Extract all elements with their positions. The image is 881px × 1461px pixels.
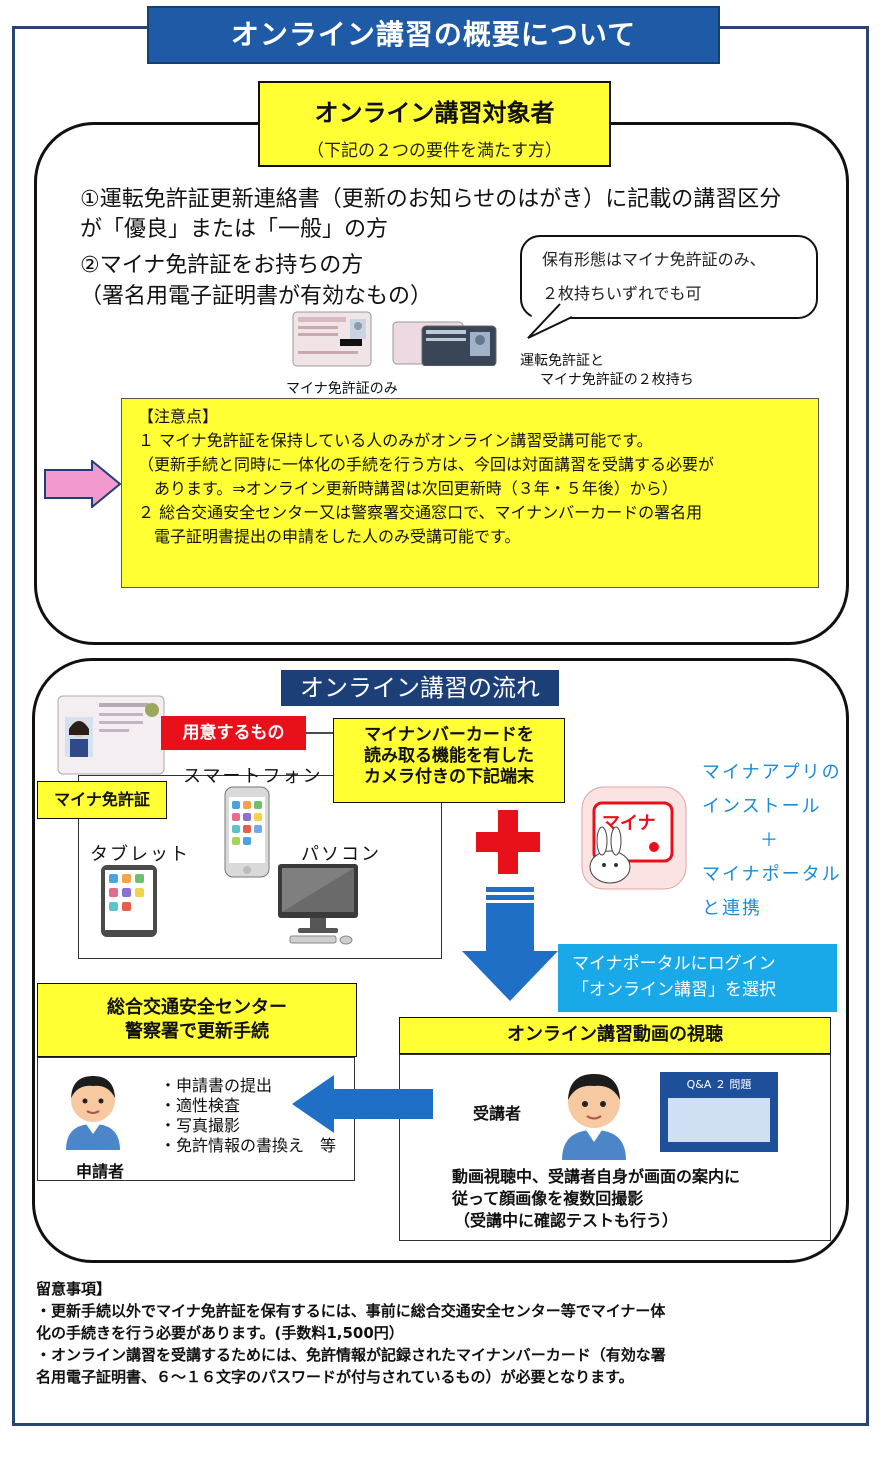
connector-line: [306, 732, 336, 734]
center-line1: 総合交通安全センター: [107, 997, 287, 1018]
student-person-icon: [562, 1074, 626, 1160]
applicant-label: 申請者: [76, 1162, 125, 1181]
video-description: 動画視聴中、受講者自身が画面の案内に 従って顔画像を複数回撮影 （受講中に確認テ…: [452, 1166, 740, 1232]
caption-myna-only: マイナ免許証のみ: [286, 381, 398, 397]
notes-line: 電子証明書提出の申請をした人のみ受講可能です。: [138, 527, 521, 546]
applicant-person-icon: [66, 1076, 120, 1150]
step-item: ・適性検査: [160, 1096, 241, 1115]
left-arrow-icon: [292, 1075, 433, 1133]
bubble-line2: ２枚持ちいずれでも可: [542, 284, 702, 303]
footer-line: ・オンライン講習を受講するためには、免許情報が記録されたマイナンバーカード（有効…: [36, 1346, 666, 1364]
app-line3: ＋: [760, 830, 780, 851]
device-requirement-line3: カメラ付きの下記端末: [364, 767, 534, 787]
requirement-2-line2: （署名用電子証明書が有効なもの）: [80, 284, 433, 309]
quiz-screen: Q&A ２ 問題: [660, 1072, 778, 1152]
down-arrow-icon: [462, 887, 558, 1001]
device-requirement-box: マイナンバーカードを 読み取る機能を有した カメラ付きの下記端末: [333, 718, 565, 803]
notes-header: 【注意点】: [138, 407, 219, 426]
requirement-1-line2: が「優良」または「一般」の方: [80, 217, 389, 242]
video-line2: 従って顔画像を複数回撮影: [452, 1189, 644, 1208]
center-line2: 警察署で更新手続: [125, 1021, 269, 1042]
footer-line: 化の手続きを行う必要があります。(手数料1,500円）: [36, 1324, 404, 1342]
step-item: ・免許情報の書換え 等: [160, 1136, 337, 1155]
caption-two-line2: マイナ免許証の２枚持ち: [540, 372, 694, 388]
footer-notes: 留意事項】 ・更新手続以外でマイナ免許証を保有するには、事前に総合交通安全センタ…: [36, 1278, 836, 1388]
pink-arrow-icon: [44, 460, 122, 508]
target-heading: オンライン講習対象者: [314, 99, 555, 127]
caption-two-line1: 運転免許証と: [520, 353, 604, 369]
portal-line2: 「オンライン講習」を選択: [572, 980, 776, 1000]
portal-line1: マイナポータルにログイン: [572, 954, 776, 974]
center-procedure-box: 総合交通安全センター 警察署で更新手続: [37, 983, 357, 1057]
footer-line: ・更新手続以外でマイナ免許証を保有するには、事前に総合交通安全センター等でマイナ…: [36, 1302, 666, 1320]
app-line1: マイナアプリの: [702, 762, 842, 783]
notes-line: あります。⇒オンライン更新時講習は次回更新時（３年・５年後）から）: [138, 479, 678, 498]
plus-icon: [476, 810, 540, 874]
notes-line: （更新手続と同時に一体化の手続を行う方は、今回は対面講習を受講する必要が: [138, 455, 715, 474]
app-line4: マイナポータル: [702, 864, 842, 885]
step-item: ・写真撮影: [160, 1116, 241, 1135]
tablet-icon: [101, 865, 157, 937]
notes-line: ２ 総合交通安全センター又は警察署交通窓口で、マイナンバーカードの署名用: [138, 503, 703, 522]
pc-icon: [278, 864, 358, 945]
video-heading: オンライン講習動画の視聴: [399, 1017, 831, 1054]
bubble-line1: 保有形態はマイナ免許証のみ、: [542, 250, 766, 269]
video-line1: 動画視聴中、受講者自身が画面の案内に: [452, 1167, 741, 1186]
step-item: ・申請書の提出: [160, 1076, 273, 1095]
requirement-2-line1: ②マイナ免許証をお持ちの方: [80, 253, 364, 278]
page-title: オンライン講習の概要について: [147, 6, 720, 64]
two-cards-icon: [392, 321, 497, 366]
footer-line: 名用電子証明書、６～１６文字のパスワードが付与されているもの）が必要となります。: [36, 1368, 634, 1386]
notes-line: １ マイナ免許証を保持している人のみがオンライン講習受講可能です。: [138, 431, 653, 450]
device-requirement-line1: マイナンバーカードを: [364, 725, 534, 745]
smartphone-icon: [224, 786, 270, 878]
smartphone-label: スマートフォン: [183, 766, 323, 787]
notes-box: 【注意点】 １ マイナ免許証を保持している人のみがオンライン講習受講可能です。 …: [121, 398, 819, 588]
quiz-title: Q&A ２ 問題: [686, 1078, 752, 1091]
bubble-tail-icon: [527, 302, 573, 339]
myna-app-icon: マイナ: [581, 786, 687, 890]
target-heading-box: オンライン講習対象者 （下記の２つの要件を満たす方）: [258, 81, 611, 167]
myna-license-photo-icon: [57, 695, 165, 775]
pc-label: パソコン: [301, 844, 381, 865]
myna-license-card-icon: [292, 311, 372, 367]
tablet-label: タブレット: [90, 844, 190, 865]
video-line3: （受講中に確認テストも行う）: [454, 1211, 679, 1230]
device-requirement-line2: 読み取る機能を有した: [364, 746, 534, 766]
app-instruction: マイナアプリの インストール ＋ マイナポータル と連携: [702, 756, 842, 926]
footer-header: 留意事項】: [36, 1280, 112, 1298]
app-line5: と連携: [702, 898, 762, 919]
myna-license-label: マイナ免許証: [37, 781, 167, 819]
student-label: 受講者: [473, 1104, 522, 1123]
portal-login-box: マイナポータルにログイン 「オンライン講習」を選択: [558, 944, 837, 1012]
speech-bubble: 保有形態はマイナ免許証のみ、 ２枚持ちいずれでも可: [520, 235, 818, 319]
prepare-label: 用意するもの: [161, 716, 306, 750]
target-subheading: （下記の２つの要件を満たす方）: [307, 141, 562, 161]
procedure-steps: ・申請書の提出 ・適性検査 ・写真撮影 ・免許情報の書換え 等: [160, 1076, 336, 1156]
requirement-1-line1: ①運転免許証更新連絡書（更新のお知らせのはがき）に記載の講習区分: [80, 187, 782, 212]
app-icon-text: マイナ: [602, 813, 656, 834]
flow-title: オンライン講習の流れ: [281, 670, 559, 706]
app-line2: インストール: [702, 796, 822, 817]
